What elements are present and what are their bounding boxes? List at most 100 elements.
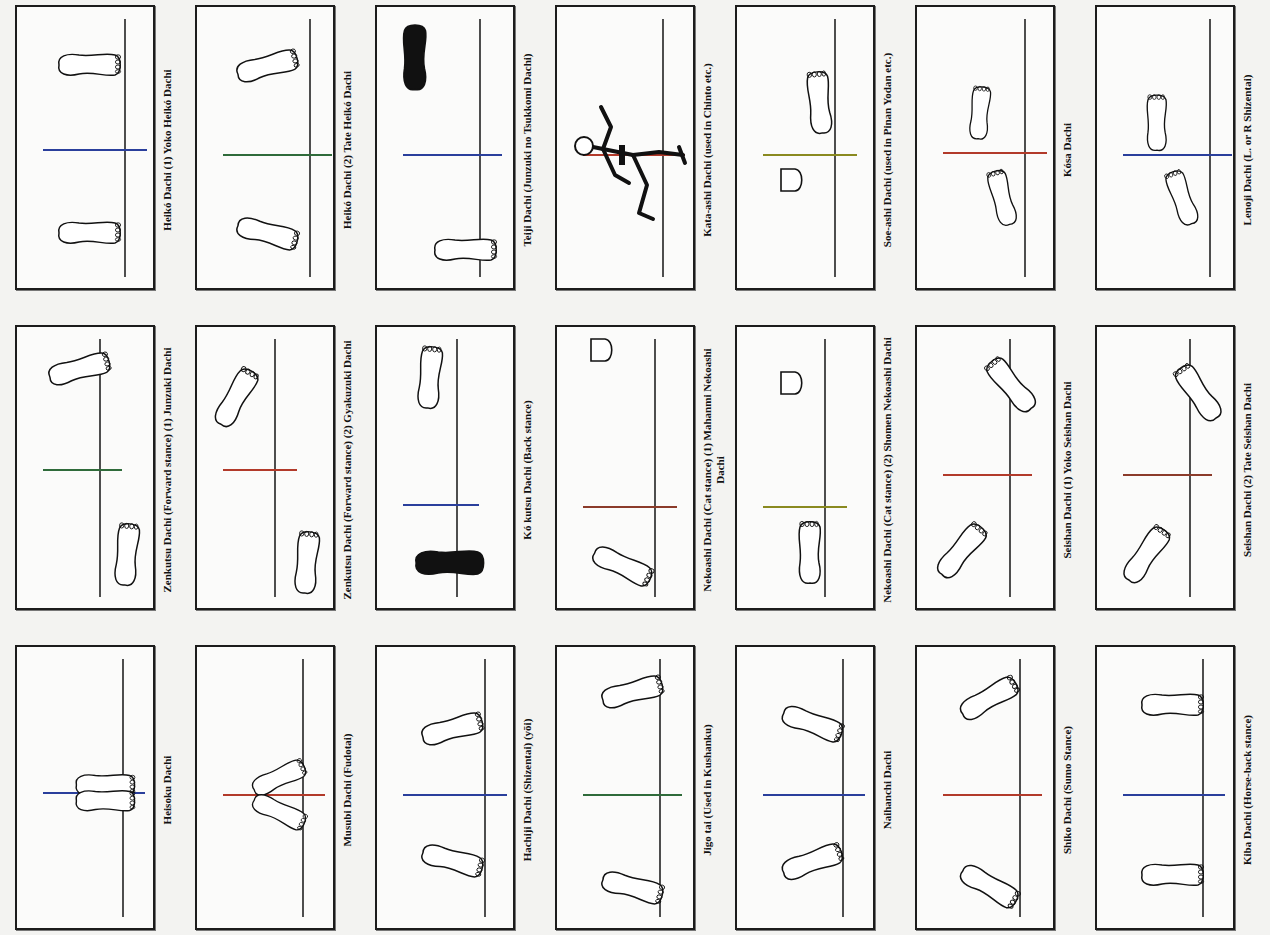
stance-label: Naihanchi Dachi bbox=[881, 655, 894, 925]
foot-outline bbox=[420, 711, 485, 748]
stance-panel: Heikó Dachi (2) Tate Heikó Dachi bbox=[195, 5, 373, 290]
panel-frame bbox=[195, 5, 335, 290]
toe bbox=[837, 728, 843, 734]
toe bbox=[1153, 95, 1157, 100]
toe bbox=[130, 791, 135, 795]
base-line bbox=[274, 339, 276, 597]
stance-panel: Kósa Dachi bbox=[915, 5, 1093, 290]
stance-panel: Nekoashi Dachi (Cat stance) (1) Mahanmi … bbox=[555, 325, 733, 610]
toe bbox=[297, 826, 303, 831]
toe bbox=[437, 347, 441, 352]
toe bbox=[479, 726, 485, 731]
toe bbox=[978, 86, 982, 91]
base-line bbox=[484, 659, 486, 917]
toe bbox=[1177, 169, 1182, 175]
base-line bbox=[1024, 19, 1026, 277]
base-line bbox=[824, 339, 826, 597]
panel-frame bbox=[1095, 5, 1235, 290]
toe bbox=[293, 236, 299, 241]
toe bbox=[115, 70, 120, 74]
stance-panel: Seishan Dachi (2) Tate Seishan Dachi bbox=[1095, 325, 1270, 610]
panel-drawing bbox=[557, 7, 693, 288]
toe bbox=[115, 55, 120, 59]
footprint bbox=[591, 339, 612, 361]
panel-drawing bbox=[557, 327, 693, 608]
base-line bbox=[834, 19, 836, 277]
toe bbox=[657, 684, 663, 689]
stance-label: Nekoashi Dachi (Cat stance) (2) Shomen N… bbox=[881, 335, 894, 605]
toe bbox=[973, 86, 977, 91]
figure-belt bbox=[619, 145, 625, 165]
toe bbox=[476, 716, 482, 721]
foot-outline bbox=[114, 523, 141, 586]
toe bbox=[1198, 695, 1203, 699]
panel-ground bbox=[1097, 647, 1233, 928]
base-line bbox=[659, 659, 661, 917]
half-foot bbox=[591, 339, 612, 361]
footprint bbox=[250, 791, 309, 832]
base-line bbox=[124, 19, 126, 277]
foot-outline bbox=[59, 222, 121, 243]
footprint bbox=[420, 711, 485, 748]
stance-panel: Zenkutsu Dachi (Forward stance) (2) Gyak… bbox=[195, 325, 373, 610]
footprint bbox=[600, 869, 665, 906]
footprint bbox=[59, 222, 121, 243]
toe bbox=[986, 172, 991, 178]
footprint bbox=[780, 841, 845, 882]
toe bbox=[834, 737, 840, 742]
toe bbox=[294, 63, 300, 68]
figure-head bbox=[575, 137, 593, 155]
toe bbox=[655, 899, 661, 904]
toe bbox=[835, 847, 841, 853]
toe bbox=[478, 863, 484, 868]
stance-label: Heikó Dachi (1) Yoko Heikó Dachi bbox=[161, 15, 174, 285]
panel-drawing bbox=[1097, 327, 1233, 608]
panel-drawing bbox=[197, 647, 333, 928]
foot-outline bbox=[417, 346, 444, 409]
foot-outline bbox=[1147, 95, 1166, 150]
panel-ground bbox=[737, 327, 873, 608]
foot-outline bbox=[235, 48, 300, 85]
stance-panel: Hachiji Dachi (Shizentai) (yōi) bbox=[375, 645, 553, 930]
toe bbox=[982, 87, 986, 92]
panel-ground bbox=[197, 7, 333, 288]
toe bbox=[115, 65, 120, 69]
stance-label: Heikó Dachi (2) Tate Heikó Dachi bbox=[341, 15, 354, 285]
toe bbox=[104, 361, 110, 366]
footprint bbox=[780, 703, 845, 744]
panel-ground bbox=[1097, 7, 1233, 288]
toe bbox=[1198, 705, 1203, 709]
stance-label: Kata-ashi Dachi (used in Chinto etc.) bbox=[701, 15, 714, 285]
toe bbox=[475, 872, 481, 877]
panel-drawing bbox=[377, 647, 513, 928]
base-line bbox=[1019, 659, 1021, 917]
foot-outline bbox=[76, 791, 134, 811]
foot-outline bbox=[59, 54, 121, 75]
cross-line bbox=[1123, 794, 1225, 796]
footprint bbox=[781, 372, 802, 394]
cross-line bbox=[943, 474, 1032, 476]
footprint bbox=[969, 86, 992, 140]
toe bbox=[299, 531, 304, 537]
panel-drawing bbox=[377, 7, 513, 288]
panel-ground bbox=[557, 647, 693, 928]
toe bbox=[991, 359, 997, 366]
panel-ground bbox=[737, 7, 873, 288]
panel-ground bbox=[377, 647, 513, 928]
toe bbox=[1198, 880, 1203, 884]
panel-drawing bbox=[17, 647, 153, 928]
footprint bbox=[806, 71, 833, 134]
stance-panel: Nekoashi Dachi (Cat stance) (2) Shomen N… bbox=[735, 325, 913, 610]
stance-label: Soe-ashi Dachi (used in Pinan Yodan etc.… bbox=[881, 15, 894, 285]
footprint bbox=[983, 355, 1039, 416]
foot-outline bbox=[1120, 523, 1173, 586]
stance-label: Nekoashi Dachi (Cat stance) (1) Mahanmi … bbox=[701, 335, 727, 605]
panel-frame bbox=[1095, 325, 1235, 610]
toe bbox=[1198, 870, 1203, 874]
foot-outline bbox=[806, 71, 833, 134]
cross-line bbox=[763, 154, 857, 156]
toe bbox=[309, 532, 313, 538]
toe bbox=[1164, 173, 1169, 179]
toe bbox=[134, 524, 138, 529]
footprint bbox=[1142, 864, 1204, 885]
